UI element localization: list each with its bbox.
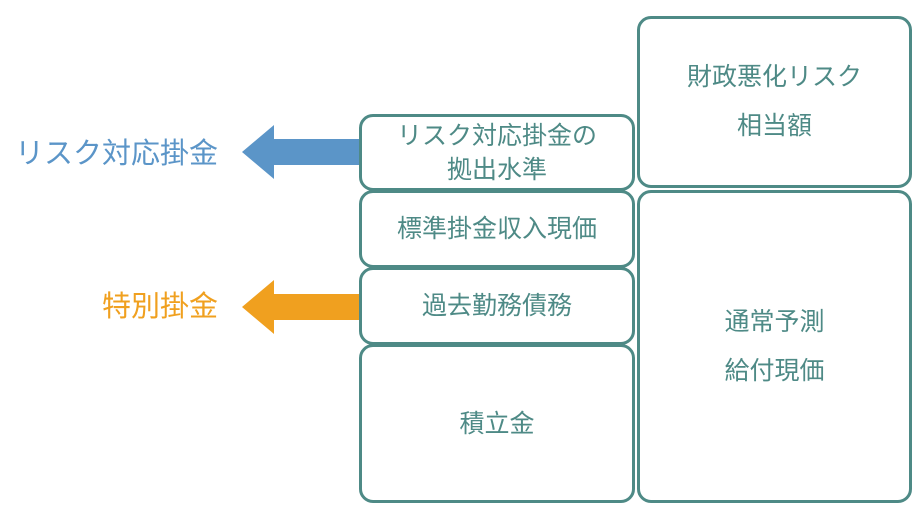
fiscal-risk-line-1: 財政悪化リスク: [686, 62, 862, 92]
risk-contribution-label: リスク対応掛金: [14, 136, 218, 170]
fiscal-risk-amount-box: 財政悪化リスク 相当額: [637, 16, 912, 188]
risk-level-line-2: 拠出水準: [446, 154, 547, 184]
expected-benefit-value-box: 通常予測 給付現価: [637, 190, 912, 503]
risk-level-line-1: リスク対応掛金の: [396, 120, 597, 150]
reserve-text: 積立金: [459, 408, 535, 438]
reserve-fund-box: 積立金: [359, 344, 635, 503]
expected-benefit-line-2: 給付現価: [724, 355, 825, 385]
risk-arrow-icon: [242, 125, 362, 179]
fiscal-risk-line-2: 相当額: [736, 111, 812, 140]
standard-contribution-income-box: 標準掛金収入現価: [359, 190, 635, 268]
expected-benefit-line-1: 通常予測: [724, 306, 825, 336]
standard-income-text: 標準掛金収入現価: [396, 214, 597, 244]
special-contribution-label: 特別掛金: [101, 289, 218, 323]
special-arrow-icon: [242, 280, 362, 334]
past-service-text: 過去勤務債務: [421, 291, 572, 321]
risk-contribution-level-box: リスク対応掛金の 拠出水準: [359, 114, 635, 191]
past-service-liability-box: 過去勤務債務: [359, 267, 635, 345]
